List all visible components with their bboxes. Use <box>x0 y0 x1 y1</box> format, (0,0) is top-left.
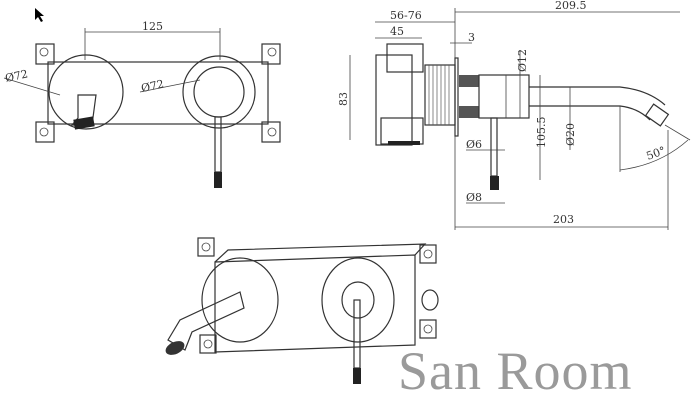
isometric-view <box>165 237 439 384</box>
angle-dimension: 50° <box>645 144 668 163</box>
spout-diameter-dimension: Ø20 <box>564 123 577 146</box>
spout-height-dimension: 105.5 <box>535 117 548 149</box>
depth-range-dimension: 56-76 <box>390 9 422 22</box>
projection-dimension: 203 <box>553 213 574 226</box>
body-depth-dimension: 45 <box>390 25 404 38</box>
plate-dimension: 3 <box>468 31 475 44</box>
front-view: 125 Ø72 Ø72 <box>3 20 281 188</box>
cursor-icon <box>35 8 44 22</box>
overall-length-dimension: 209.5 <box>555 0 587 12</box>
handle-diameter-dimension: Ø12 <box>516 49 529 72</box>
right-diameter-dimension: Ø72 <box>140 77 165 95</box>
height-dimension: 83 <box>337 92 350 106</box>
side-view: 56-76 45 3 209.5 83 Ø12 Ø20 105.5 Ø6 <box>337 0 691 230</box>
front-width-dimension: 125 <box>142 20 163 33</box>
watermark: San Room <box>398 341 633 401</box>
lever-diameter-dimension: Ø6 <box>466 138 482 151</box>
left-diameter-dimension: Ø72 <box>4 67 29 85</box>
tip-diameter-dimension: Ø8 <box>466 191 482 204</box>
